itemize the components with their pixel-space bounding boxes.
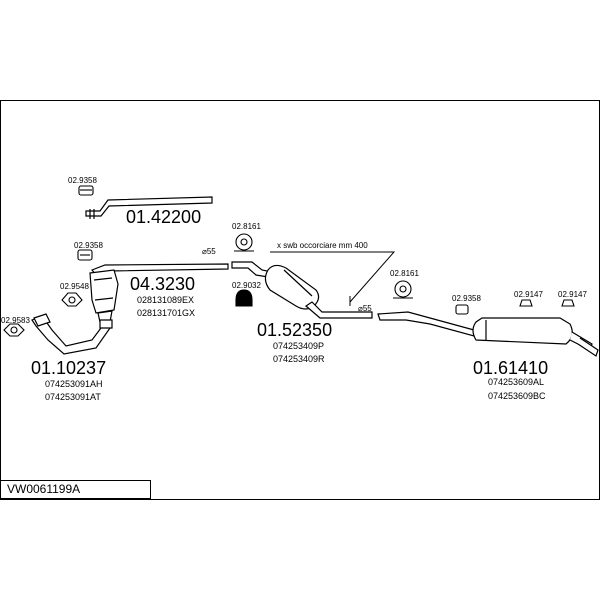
clamp-02-9358-rear [455, 304, 469, 315]
part-ref-label: 028131089EX [137, 295, 194, 305]
diameter-label: ⌀55 [202, 247, 216, 256]
diagram-code-box: VW0061199A [0, 480, 151, 499]
part-ref-label: 074253091AT [45, 392, 101, 402]
hanger-02-9147-right [561, 299, 575, 307]
hanger-02-8161-left [234, 233, 254, 252]
gasket-02-9548 [61, 292, 83, 307]
fitting-label-1: 02.9358 [68, 176, 97, 185]
hanger-02-8161-right [393, 280, 413, 299]
diagram-code: VW0061199A [7, 482, 81, 496]
clamp-02-9358-mid [77, 249, 93, 261]
cut-note-label: x swb occorciare mm 400 [277, 241, 368, 250]
cut-marker [270, 251, 396, 306]
part-ref-label: 074253091AH [45, 379, 103, 389]
part-number-label: 04.3230 [130, 274, 195, 294]
fitting-label-7: 02.8161 [390, 269, 419, 278]
part-ref-label: 028131701GX [137, 308, 195, 318]
silencer-01-52350 [231, 261, 373, 319]
part-number-label: 01.52350 [257, 320, 332, 340]
part-number-label: 01.42200 [126, 207, 201, 227]
fitting-label-3: 02.9548 [60, 282, 89, 291]
fitting-label-4: 02.9583 [1, 316, 30, 325]
part-ref-label: 074253609AL [488, 377, 544, 387]
hanger-02-9147-left [519, 299, 533, 307]
fitting-label-9: 02.9147 [514, 290, 543, 299]
catalyst-04-3230 [89, 263, 229, 323]
fitting-label-8: 02.9358 [452, 294, 481, 303]
hanger-02-9032 [235, 289, 253, 307]
clamp-02-9358-top [78, 185, 94, 196]
fitting-label-10: 02.9147 [558, 290, 587, 299]
fitting-label-5: 02.8161 [232, 222, 261, 231]
fitting-label-2: 02.9358 [74, 241, 103, 250]
part-ref-label: 074253409R [273, 354, 325, 364]
part-ref-label: 074253409P [273, 341, 324, 351]
part-number-label: 01.10237 [31, 358, 106, 378]
gasket-02-9583 [3, 323, 25, 337]
fitting-label-6: 02.9032 [232, 281, 261, 290]
pipe-01-42200 [85, 196, 213, 219]
diameter-label: ⌀55 [358, 304, 372, 313]
silencer-01-61410 [377, 311, 599, 357]
part-ref-label: 074253609BC [488, 391, 546, 401]
part-number-label: 01.61410 [473, 358, 548, 378]
pipe-01-10237 [31, 313, 113, 355]
